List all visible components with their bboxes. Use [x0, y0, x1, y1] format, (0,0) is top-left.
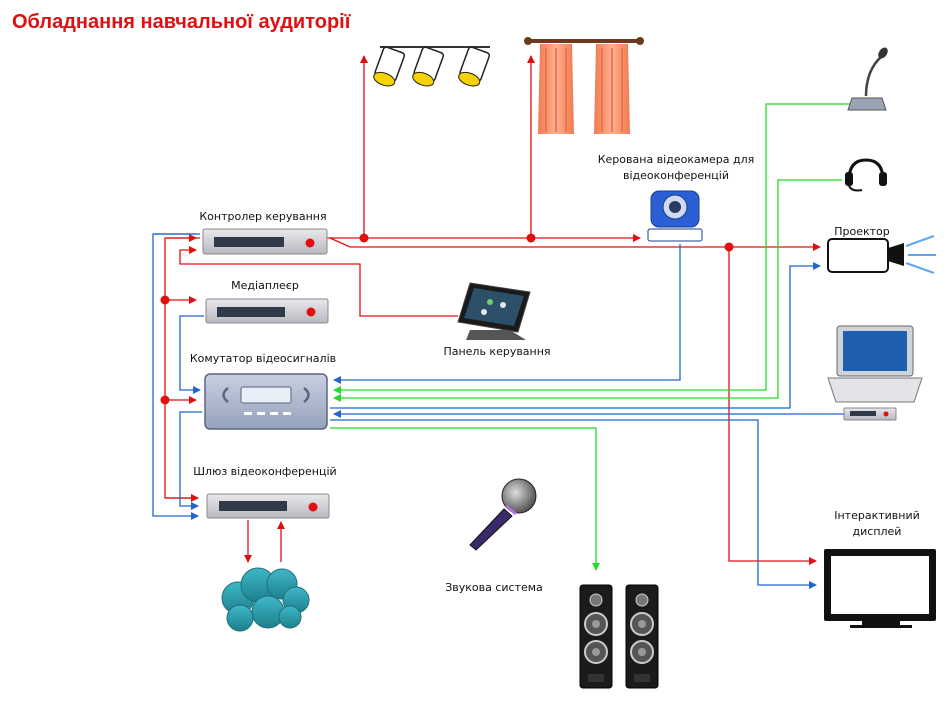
- display-label-line2: дисплей: [853, 525, 902, 538]
- ptz-camera-icon: [647, 190, 703, 242]
- display-label-line1: Інтерактивний: [834, 509, 920, 522]
- projector-icon: [827, 235, 936, 274]
- mediaplayer-device: [205, 298, 329, 324]
- camera-label-line1: Керована відеокамера для: [598, 153, 755, 166]
- page-title: Обладнання навчальної аудиторії: [12, 11, 351, 33]
- controller-label: Контролер керування: [199, 210, 326, 223]
- control-lines: [164, 55, 821, 565]
- panel-label: Панель керування: [443, 345, 550, 358]
- gooseneck-microphone-icon: [847, 47, 888, 111]
- laptop-icon: [827, 325, 923, 403]
- headset-icon: [845, 158, 887, 192]
- switcher-label: Комутатор відеосигналів: [190, 352, 336, 365]
- handheld-microphone-icon: [469, 478, 537, 551]
- audio-lines: [330, 103, 850, 571]
- touch-panel-icon: [457, 282, 531, 340]
- video-lines: [152, 233, 844, 589]
- gateway-label: Шлюз відеоконференцій: [193, 465, 336, 478]
- speakers-icon: [579, 584, 659, 689]
- camera-label-line2: відеоконференцій: [623, 169, 729, 182]
- cloud-icon: [221, 567, 310, 632]
- projector-label: Проектор: [834, 225, 890, 238]
- control-nodes: [160, 233, 734, 405]
- switcher-device: [204, 373, 328, 430]
- mediaplayer-label: Медіаплеєр: [231, 279, 299, 292]
- sound-label: Звукова система: [445, 581, 543, 594]
- laptop-dock-device: [843, 407, 897, 421]
- gateway-device: [206, 493, 330, 519]
- curtain-icon: [524, 37, 644, 134]
- display-icon: [824, 549, 936, 628]
- controller-device: [202, 228, 328, 255]
- spotlights-icon: [373, 46, 491, 87]
